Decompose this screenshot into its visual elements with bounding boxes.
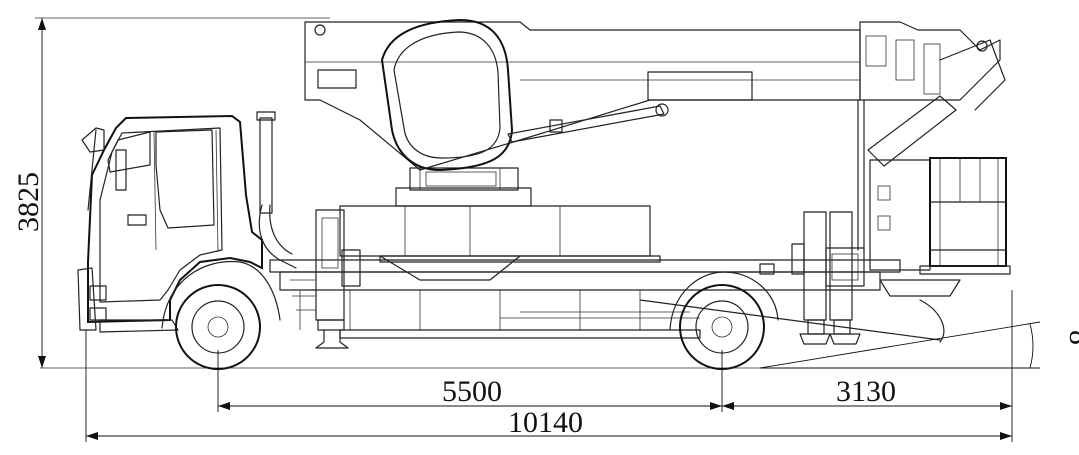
main-boom [304,21,861,171]
platform-body [339,205,661,281]
hydraulic-cylinder [507,71,753,143]
front-wheel [161,260,281,370]
rear-wheel [669,271,779,370]
jib-arm [867,95,957,271]
boom-tip [857,21,1006,251]
rear-overhang-dimension: 3130 [722,290,1013,412]
rear-outriggers [791,211,865,345]
chassis-frame [269,259,941,341]
wheelbase-dimension-label: 5500 [442,375,502,408]
height-dimension-label: 3825 [12,172,45,232]
departure-angle-dimension: 8° [759,321,1079,369]
turntable [395,167,532,207]
height-dimension: 3825 [12,18,46,368]
ground-lines [35,17,1030,369]
boom-knuckle [380,18,514,172]
truck-cab [77,114,263,333]
front-outrigger [290,209,361,349]
total-length-dimension: 10140 [85,330,1013,442]
departure-angle-label: 8° [1063,330,1079,357]
total-length-dimension-label: 10140 [508,406,583,439]
wheelbase-dimension: 5500 [217,350,723,412]
aerial-basket [879,157,1011,343]
rear-overhang-dimension-label: 3130 [836,375,896,408]
